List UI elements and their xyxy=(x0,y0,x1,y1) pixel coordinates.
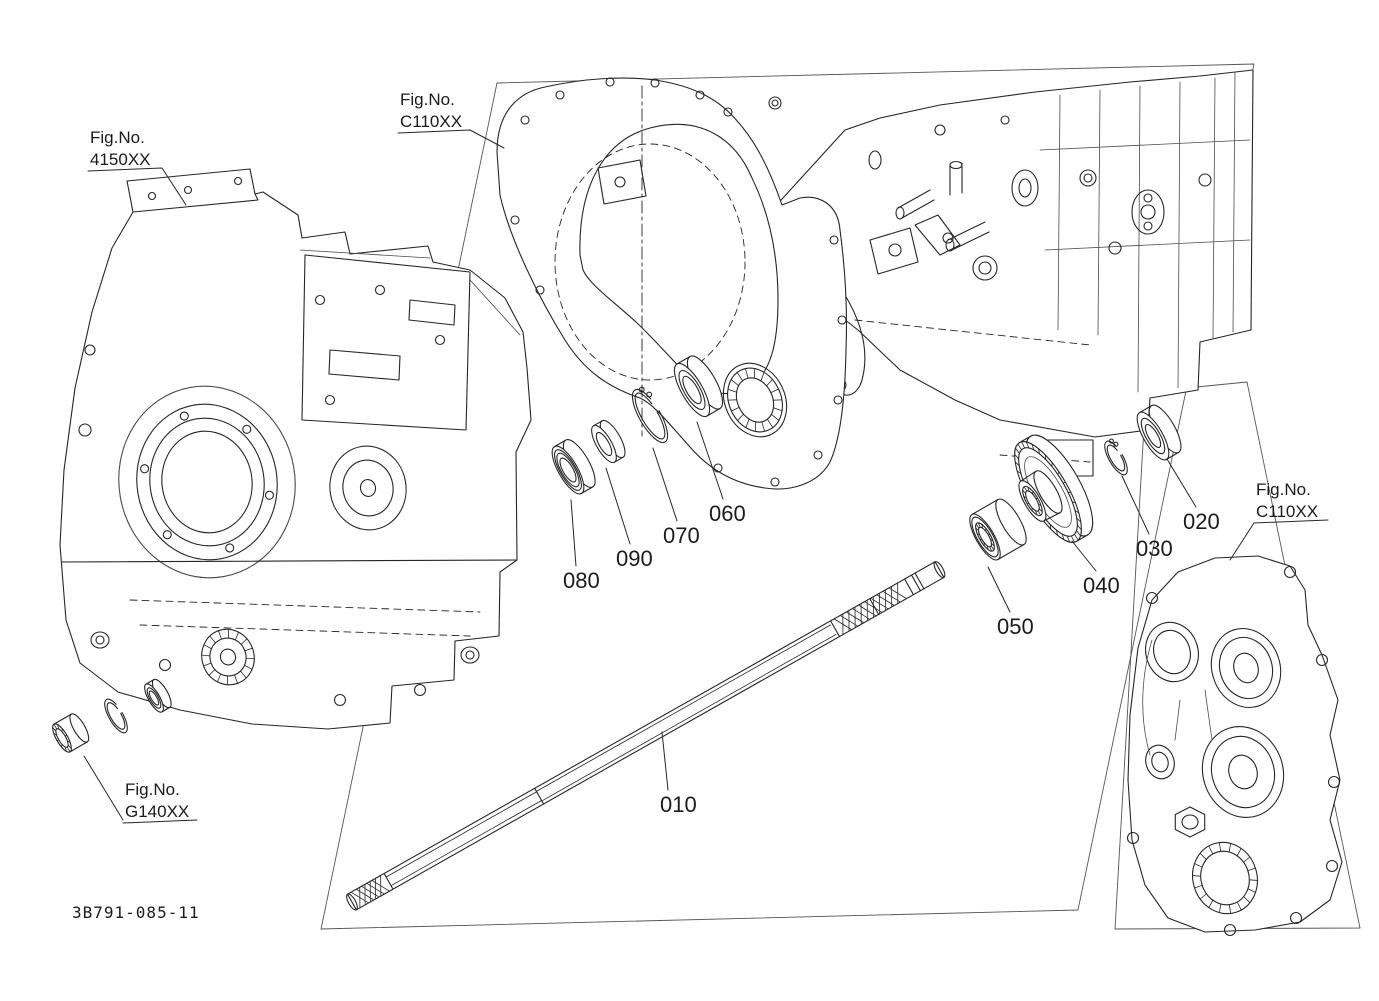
fig-ref-c110xx-right[interactable]: Fig.No. C110XX xyxy=(1256,480,1318,521)
small-snap-ring-drawing xyxy=(104,698,128,734)
callout-010[interactable]: 010 xyxy=(660,792,697,817)
bushing-drawing xyxy=(52,713,90,753)
callout-020[interactable]: 020 xyxy=(1183,509,1220,534)
fig-ref-code: C110XX xyxy=(400,112,462,131)
callout-080[interactable]: 080 xyxy=(563,568,600,593)
drawing-number: 3B791-085-11 xyxy=(72,903,200,922)
fig-ref-4150xx[interactable]: Fig.No. 4150XX xyxy=(90,128,151,169)
rear-housing-drawing xyxy=(771,69,1254,477)
callout-090[interactable]: 090 xyxy=(616,546,653,571)
callout-070[interactable]: 070 xyxy=(663,523,700,548)
fig-ref-prefix: Fig.No. xyxy=(400,90,455,109)
coupling-050-drawing xyxy=(969,498,1027,561)
cover-drawing xyxy=(1126,555,1343,937)
bearing-060-drawing xyxy=(673,355,724,418)
fig-ref-code: 4150XX xyxy=(90,150,151,169)
bearing-020-drawing xyxy=(1136,404,1182,461)
callout-030[interactable]: 030 xyxy=(1136,536,1173,561)
inset-view-frame xyxy=(1114,381,1361,930)
seal-080-drawing xyxy=(551,439,596,495)
callout-040[interactable]: 040 xyxy=(1083,573,1120,598)
fig-ref-g140xx[interactable]: Fig.No. G140XX xyxy=(125,780,189,821)
fig-ref-code: C110XX xyxy=(1256,502,1318,521)
fig-ref-prefix: Fig.No. xyxy=(1256,480,1311,499)
mid-housing-drawing xyxy=(496,77,848,490)
callout-060[interactable]: 060 xyxy=(709,501,746,526)
collar-090-drawing xyxy=(591,419,626,464)
gear-040-drawing xyxy=(1014,434,1094,543)
fig-ref-prefix: Fig.No. xyxy=(125,780,180,799)
leader-lines xyxy=(83,129,1329,824)
fig-ref-code: G140XX xyxy=(125,802,189,821)
fig-ref-prefix: Fig.No. xyxy=(90,128,145,147)
labels: Fig.No. 4150XX Fig.No. C110XX Fig.No. C1… xyxy=(72,90,1318,922)
shaft-010-drawing xyxy=(346,561,946,911)
snap-ring-070-drawing xyxy=(631,386,669,444)
small-parts-g140-drawing xyxy=(52,678,172,753)
callout-050[interactable]: 050 xyxy=(997,614,1034,639)
left-housing-drawing xyxy=(59,168,532,730)
fig-ref-c110xx-top[interactable]: Fig.No. C110XX xyxy=(400,90,462,131)
snap-ring-030-drawing xyxy=(1104,438,1128,476)
small-bearing-drawing xyxy=(144,678,172,713)
